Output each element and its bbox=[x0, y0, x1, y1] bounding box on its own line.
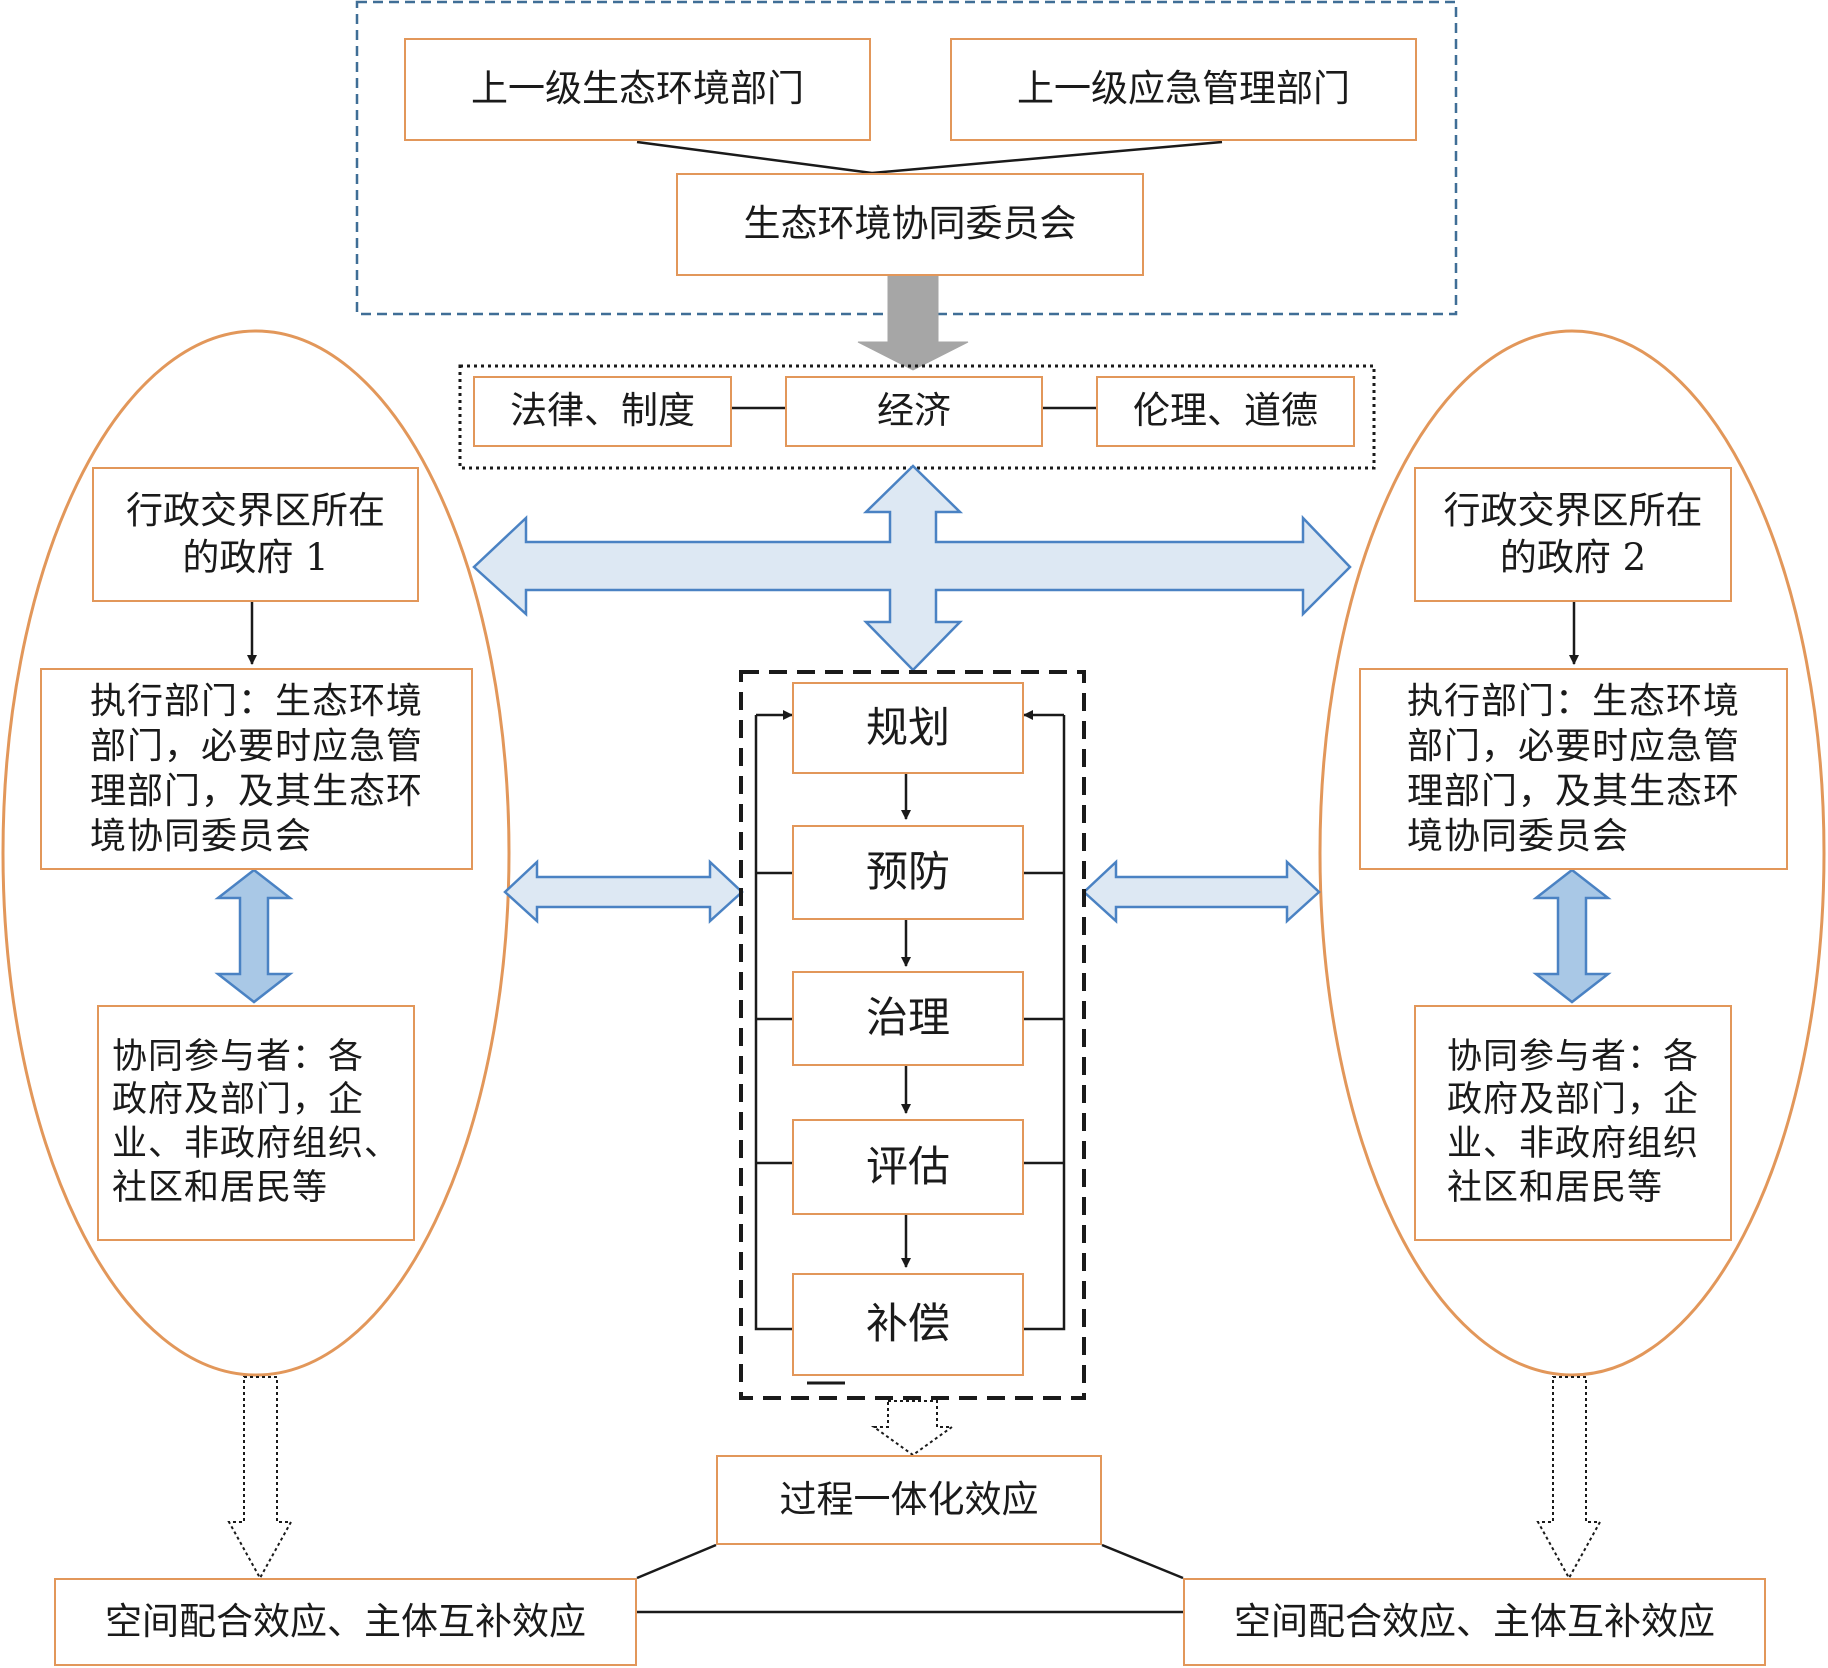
left-feedback-rail bbox=[754, 715, 792, 1331]
exec2-label: 执行部门：生态环境 部门，必要时应急管 理部门，及其生态环 境协同委员会 bbox=[1406, 681, 1740, 857]
connector-process-right bbox=[1101, 1543, 1184, 1580]
evaluate-box: 评估 bbox=[792, 1119, 1024, 1215]
gov1-label: 行政交界区所在 的政府 1 bbox=[126, 489, 385, 579]
plan-label: 规划 bbox=[865, 702, 950, 752]
govern-label: 治理 bbox=[865, 993, 950, 1043]
upper-emergency-dept-label: 上一级应急管理部门 bbox=[1017, 67, 1350, 111]
spatial-effect-right-label: 空间配合效应、主体互补效应 bbox=[1234, 1599, 1715, 1643]
connector-emergency-committee bbox=[871, 140, 1223, 175]
left-ellipse bbox=[1, 329, 511, 1377]
exec1-box: 执行部门：生态环境 部门，必要时应急管 理部门，及其生态环 境协同委员会 bbox=[40, 668, 473, 870]
evaluate-label: 评估 bbox=[865, 1141, 950, 1191]
spatial-effect-right-box: 空间配合效应、主体互补效应 bbox=[1183, 1578, 1766, 1666]
compensate-label: 补偿 bbox=[865, 1299, 950, 1349]
govern-box: 治理 bbox=[792, 971, 1024, 1066]
right-ellipse bbox=[1318, 329, 1826, 1377]
exec2-box: 执行部门：生态环境 部门，必要时应急管 理部门，及其生态环 境协同委员会 bbox=[1359, 668, 1788, 870]
mechanism-dotted-frame bbox=[458, 364, 1376, 470]
right-horizontal-double-arrow bbox=[1082, 859, 1321, 924]
spatial-effect-left-label: 空间配合效应、主体互补效应 bbox=[105, 1599, 586, 1643]
upper-env-dept-box: 上一级生态环境部门 bbox=[404, 38, 871, 141]
compensate-box: 补偿 bbox=[792, 1273, 1024, 1376]
law-box: 法律、制度 bbox=[473, 376, 732, 447]
participants2-label: 协同参与者：各 政府及部门，企 业、非政府组织 社区和居民等 bbox=[1446, 1036, 1699, 1208]
process-dashed-frame bbox=[739, 670, 1086, 1400]
economy-box: 经济 bbox=[785, 376, 1043, 447]
ethics-label: 伦理、道德 bbox=[1133, 389, 1318, 433]
process-effect-label: 过程一体化效应 bbox=[779, 1477, 1039, 1521]
plan-box: 规划 bbox=[792, 682, 1024, 774]
economy-label: 经济 bbox=[877, 389, 951, 433]
prevent-box: 预防 bbox=[792, 825, 1024, 920]
upper-env-dept-label: 上一级生态环境部门 bbox=[471, 67, 804, 111]
law-label: 法律、制度 bbox=[510, 389, 695, 433]
connector-env-committee bbox=[636, 140, 873, 175]
gray-down-arrow bbox=[857, 275, 969, 371]
left-dotted-down-arrow bbox=[227, 1376, 293, 1581]
four-way-arrow bbox=[472, 464, 1352, 672]
gov2-label: 行政交界区所在 的政府 2 bbox=[1443, 489, 1703, 579]
connector-process-left bbox=[636, 1543, 717, 1580]
upper-emergency-dept-box: 上一级应急管理部门 bbox=[950, 38, 1417, 141]
spatial-effect-left-box: 空间配合效应、主体互补效应 bbox=[54, 1578, 637, 1666]
ethics-box: 伦理、道德 bbox=[1096, 376, 1355, 447]
prevent-label: 预防 bbox=[865, 847, 950, 897]
participants1-box: 协同参与者：各 政府及部门，企 业、非政府组织、 社区和居民等 bbox=[97, 1005, 415, 1241]
left-vertical-double-arrow bbox=[214, 868, 294, 1004]
right-dotted-down-arrow bbox=[1536, 1376, 1602, 1581]
committee-label: 生态环境协同委员会 bbox=[743, 202, 1077, 246]
gov1-box: 行政交界区所在 的政府 1 bbox=[92, 467, 419, 602]
right-vertical-double-arrow bbox=[1532, 868, 1612, 1004]
gov2-box: 行政交界区所在 的政府 2 bbox=[1414, 467, 1732, 602]
participants2-box: 协同参与者：各 政府及部门，企 业、非政府组织 社区和居民等 bbox=[1414, 1005, 1732, 1241]
left-horizontal-double-arrow bbox=[503, 859, 744, 924]
center-dotted-down-arrow bbox=[870, 1400, 956, 1457]
participants1-label: 协同参与者：各 政府及部门，企 业、非政府组织、 社区和居民等 bbox=[111, 1036, 400, 1208]
right-feedback-rail bbox=[1024, 715, 1066, 1331]
committee-box: 生态环境协同委员会 bbox=[676, 173, 1144, 276]
process-effect-box: 过程一体化效应 bbox=[716, 1455, 1102, 1545]
exec1-label: 执行部门：生态环境 部门，必要时应急管 理部门，及其生态环 境协同委员会 bbox=[89, 681, 423, 857]
